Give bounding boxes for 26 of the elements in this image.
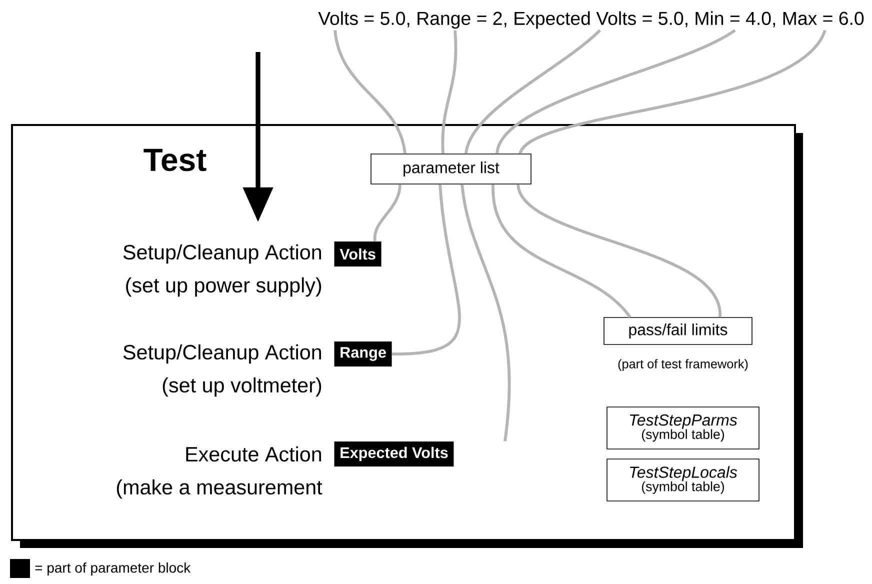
pass-fail-box: pass/fail limits (604, 317, 752, 345)
connector-line (464, 29, 601, 154)
parameter-list-box: parameter list (370, 154, 532, 184)
parameter-block: Expected Volts (334, 442, 454, 466)
node-label: Setup/Cleanup Action (123, 344, 321, 364)
parameter-block: Volts (334, 242, 382, 266)
node-label: Execute Action (186, 446, 322, 462)
connector-line (518, 30, 826, 154)
legend-text: = part of parameter block (35, 562, 191, 576)
parameter-block: Range (334, 342, 392, 366)
connector-line (460, 184, 511, 442)
symbol-table-box: TestStepParms (symbol table) (606, 406, 760, 450)
parameter-line: Volts = 5.0, Range = 2, Expected Volts = 5.0, Min = 4.0, Max = 6.0 (318, 11, 864, 29)
connector-line (373, 184, 402, 242)
node-label: (make a measurement (116, 479, 322, 499)
node-label: (set up power supply) (126, 277, 322, 297)
connector-line (492, 184, 632, 318)
connector-line (334, 30, 406, 154)
node-label: (part of test framework) (618, 359, 748, 371)
connector-line (392, 184, 461, 356)
connector-line (441, 30, 458, 154)
symbol-table-box: TestStepLocals (symbol table) (606, 458, 760, 502)
node-label: (set up voltmeter) (162, 377, 322, 397)
node-label: Setup/Cleanup Action (123, 244, 321, 264)
connector-line (516, 184, 722, 318)
connector-line (496, 29, 736, 154)
